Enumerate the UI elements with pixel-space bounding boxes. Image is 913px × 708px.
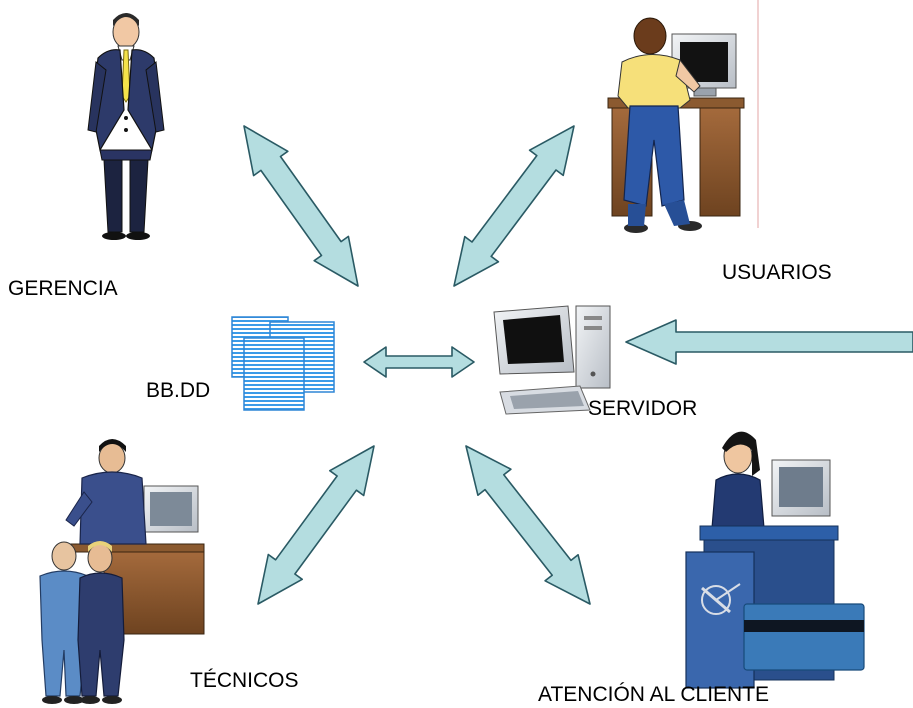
database-documents-icon <box>231 316 335 411</box>
businessman-icon <box>87 13 165 240</box>
arrow-external-servidor <box>625 319 913 365</box>
arrow-gerencia-servidor <box>243 125 359 287</box>
customer-service-icon <box>685 431 865 689</box>
desktop-computer-icon <box>493 305 611 415</box>
gerencia-label: GERENCIA <box>8 277 118 300</box>
user-at-computer-icon <box>607 17 745 233</box>
arrow-atencion-servidor <box>465 445 591 605</box>
technicians-icon <box>39 439 205 704</box>
arrows-layer <box>243 125 913 605</box>
arrow-tecnicos-servidor <box>257 445 375 605</box>
bbdd-label: BB.DD <box>146 379 211 402</box>
servidor-label: SERVIDOR <box>588 397 698 420</box>
arrow-usuarios-servidor <box>453 125 575 287</box>
usuarios-label: USUARIOS <box>722 261 832 284</box>
arrow-bbdd-servidor <box>363 346 475 378</box>
tecnicos-label: TÉCNICOS <box>190 669 299 692</box>
atencion-label: ATENCIÓN AL CLIENTE <box>538 683 770 706</box>
